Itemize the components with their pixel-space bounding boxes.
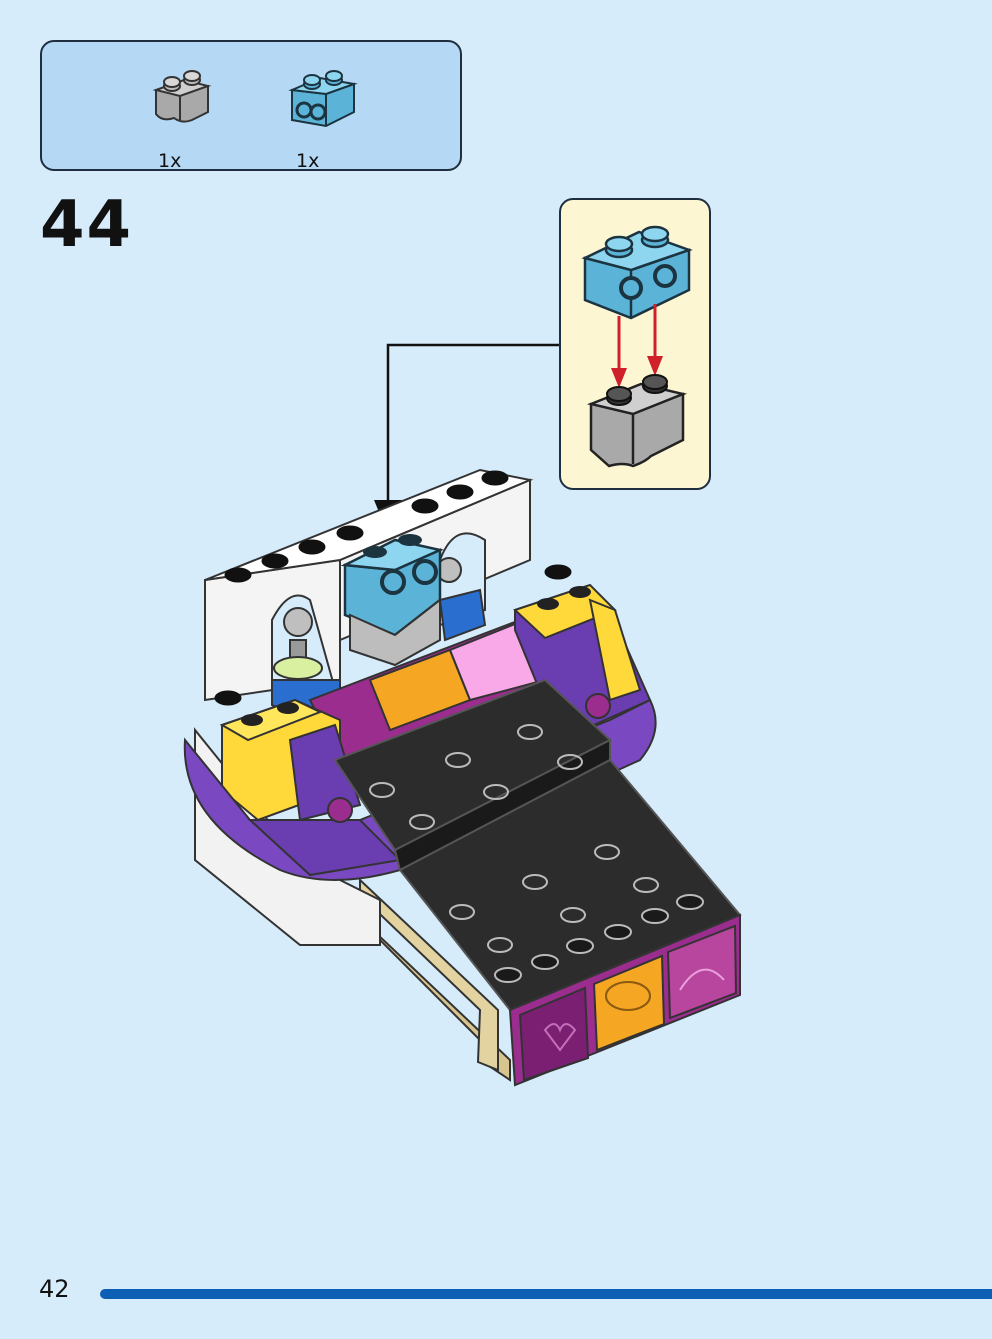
progress-bar	[100, 1289, 992, 1299]
subassembly-callout	[559, 198, 711, 490]
part-grey-brick: 1x	[148, 64, 228, 172]
part-azure-brick: 1x	[286, 64, 366, 172]
part-qty: 1x	[296, 150, 320, 172]
parts-list-box: 1x 1x	[40, 40, 462, 172]
grey-round-brick-1x2-icon	[152, 70, 212, 123]
part-qty: 1x	[158, 150, 182, 172]
callout-connector-line	[386, 343, 559, 508]
step-number: 44	[40, 188, 134, 262]
subassembly-illustration	[581, 225, 693, 468]
page-number: 42	[39, 1275, 70, 1303]
medium-azure-brick-1x2-side-studs-icon	[288, 70, 358, 128]
